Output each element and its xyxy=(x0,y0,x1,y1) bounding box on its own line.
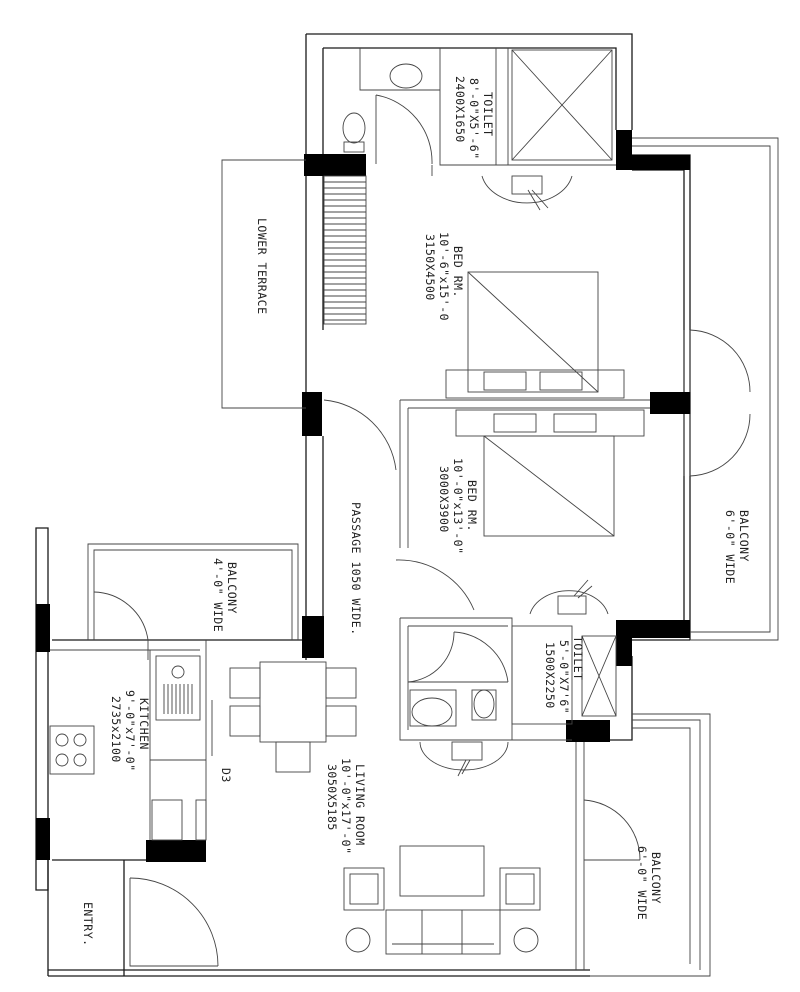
column xyxy=(566,720,610,742)
bed-room-2-size-metric: 3000X3900 xyxy=(437,466,451,533)
balcony-right-name: BALCONY xyxy=(737,510,751,562)
column xyxy=(36,818,50,860)
living-room-name: LIVING ROOM xyxy=(353,764,367,846)
passage-label: PASSAGE 1050 WIDE. xyxy=(349,502,363,636)
column xyxy=(304,154,366,176)
balcony-lower-right-width: 6'-0" WIDE xyxy=(635,846,649,920)
column xyxy=(650,392,690,414)
living-room-size-imperial: 10'-0"x17'-0" xyxy=(339,758,353,855)
toilet-2-size-imperial: 5'-0"X7'6" xyxy=(557,640,571,714)
bed-room-2 xyxy=(455,409,645,537)
kitchen-name: KITCHEN xyxy=(137,698,151,750)
toilet-top xyxy=(342,48,616,211)
column xyxy=(146,840,206,862)
kitchen-size-imperial: 9'-0"x7'-0" xyxy=(123,690,137,772)
toilet-top-name: TOILET xyxy=(481,92,495,137)
lower-terrace-outline xyxy=(221,159,306,409)
balcony-lower-right-label: BALCONY 6'-0" WIDE xyxy=(635,846,663,920)
balcony-kitchen-width: 4'-0" WIDE xyxy=(211,558,225,632)
toilet-2-label: TOILET 5'-0"X7'6" 1500X2250 xyxy=(543,636,585,714)
living-room-size-metric: 3050X5185 xyxy=(325,764,339,831)
toilet-2-name: TOILET xyxy=(571,636,585,681)
bed-room-2-name: BED RM. xyxy=(465,480,479,532)
column xyxy=(302,392,322,436)
balcony-kitchen-name: BALCONY xyxy=(225,562,239,614)
door-tag-d3: D3 xyxy=(219,768,233,783)
toilet-top-size-metric: 2400X1650 xyxy=(453,76,467,143)
balcony-right-label: BALCONY 6'-0" WIDE xyxy=(723,510,751,584)
toilet-2 xyxy=(409,579,617,777)
balcony-right xyxy=(632,137,779,641)
kitchen-label: KITCHEN 9'-0"x7'-0" 2735x2100 xyxy=(109,690,151,772)
bed-room-1-size-metric: 3150X4500 xyxy=(423,234,437,301)
kitchen xyxy=(49,640,213,841)
passage xyxy=(323,399,572,741)
balcony-lower-right-name: BALCONY xyxy=(649,852,663,904)
structural-columns xyxy=(36,130,690,862)
toilet-top-label: TOILET 8'-0"X5'-6" 2400X1650 xyxy=(453,76,495,160)
entry-label: ENTRY. xyxy=(81,902,95,947)
bed-room-1-name: BED RM. xyxy=(451,246,465,298)
column xyxy=(36,604,50,652)
balcony-kitchen xyxy=(87,543,299,660)
column xyxy=(616,620,690,638)
column xyxy=(302,616,324,658)
bed-room-1-size-imperial: 10'-6"x15'-0 xyxy=(437,232,451,321)
bed-room-1-label: BED RM. 10'-6"x15'-0 3150X4500 xyxy=(423,232,465,321)
balcony-right-width: 6'-0" WIDE xyxy=(723,510,737,584)
toilet-top-size-imperial: 8'-0"X5'-6" xyxy=(467,78,481,160)
balcony-kitchen-label: BALCONY 4'-0" WIDE xyxy=(211,558,239,632)
column xyxy=(616,620,632,666)
stairs xyxy=(323,175,367,325)
entry-door xyxy=(129,877,219,967)
dining-table xyxy=(229,661,357,773)
balcony-lower-right xyxy=(575,713,711,977)
bed-room-1 xyxy=(399,271,650,548)
bed-room-2-size-imperial: 10'-0"x13'-0" xyxy=(451,458,465,555)
kitchen-size-metric: 2735x2100 xyxy=(109,696,123,763)
living-room-label: LIVING ROOM 10'-0"x17'-0" 3050X5185 xyxy=(325,758,367,855)
lower-terrace-label: LOWER TERRACE xyxy=(255,218,269,315)
bed-room-2-label: BED RM. 10'-0"x13'-0" 3000X3900 xyxy=(437,458,479,555)
living-room xyxy=(343,845,541,955)
toilet-2-size-metric: 1500X2250 xyxy=(543,642,557,709)
column xyxy=(616,155,690,170)
